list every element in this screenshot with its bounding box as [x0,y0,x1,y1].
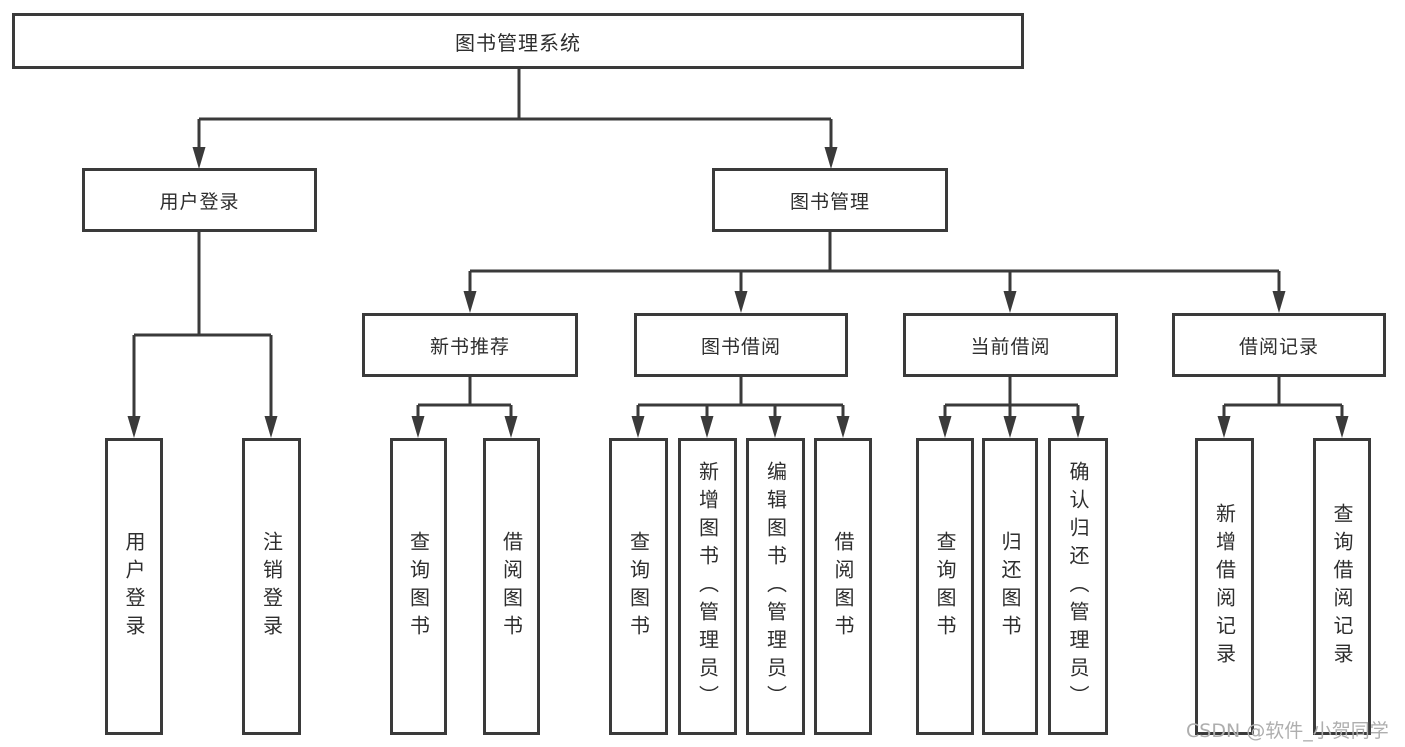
node-library-management-system: 图书管理系统 [12,13,1024,69]
leaf-user-login: 用户登录 [105,438,163,735]
leaf-logout-login: 注销登录 [242,438,301,735]
leaf-query-books-current: 查询图书 [916,438,974,735]
node-book-management: 图书管理 [712,168,948,232]
node-user-login: 用户登录 [82,168,317,232]
leaf-edit-book-admin: 编辑图书（管理员） [746,438,805,735]
leaf-query-borrow-record: 查询借阅记录 [1313,438,1371,735]
node-new-book-recommend: 新书推荐 [362,313,578,377]
leaf-add-borrow-record: 新增借阅记录 [1195,438,1254,735]
leaf-query-books-recommend: 查询图书 [390,438,447,735]
leaf-borrow-books-recommend: 借阅图书 [483,438,540,735]
node-current-borrow: 当前借阅 [903,313,1118,377]
csdn-watermark: CSDN @软件_小贺同学 [1186,720,1389,742]
leaf-query-books-borrow: 查询图书 [609,438,668,735]
leaf-borrow-books: 借阅图书 [814,438,872,735]
node-borrow-records: 借阅记录 [1172,313,1386,377]
leaf-confirm-return-admin: 确认归还（管理员） [1048,438,1108,735]
leaf-return-book: 归还图书 [982,438,1038,735]
node-book-borrow: 图书借阅 [634,313,848,377]
leaf-add-book-admin: 新增图书（管理员） [678,438,737,735]
